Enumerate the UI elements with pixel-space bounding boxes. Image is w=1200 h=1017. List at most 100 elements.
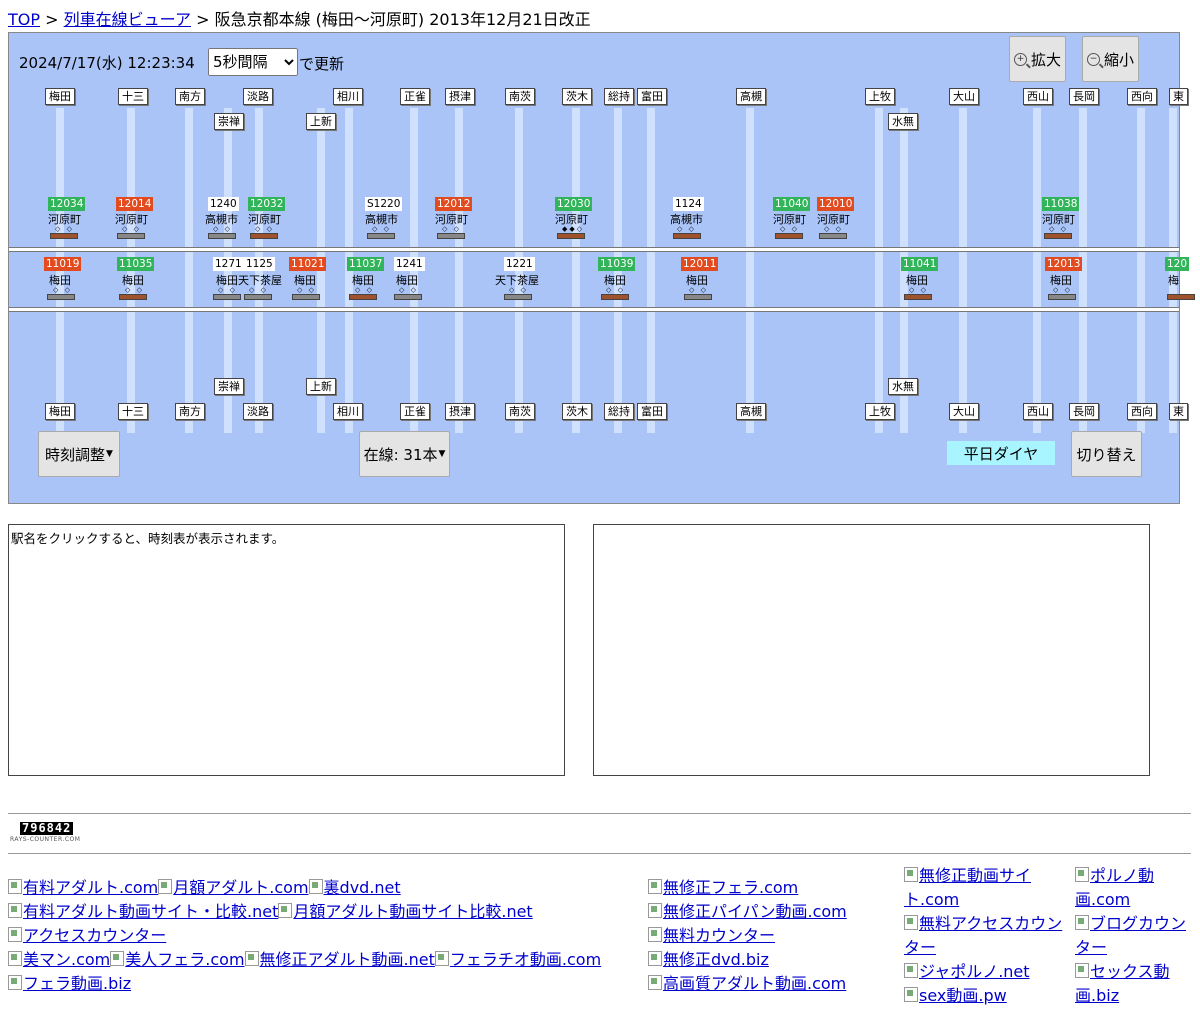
train-car[interactable]: [208, 233, 236, 239]
train-car[interactable]: [673, 233, 701, 239]
station-sojiji[interactable]: 総持: [604, 88, 634, 105]
station-minamikata[interactable]: 南方: [175, 403, 205, 420]
footer-link[interactable]: フェラ動画.biz: [8, 974, 131, 993]
station-settsu[interactable]: 摂津: [445, 403, 475, 420]
train-car[interactable]: [250, 233, 278, 239]
refresh-interval-select[interactable]: 5秒間隔: [208, 48, 298, 76]
station-ibaraki[interactable]: 茨木: [562, 88, 592, 105]
footer-link[interactable]: 無料アクセスカウンター: [904, 914, 1063, 957]
station-awaji[interactable]: 淡路: [243, 88, 273, 105]
station-ibaraki[interactable]: 茨木: [562, 403, 592, 420]
train-car[interactable]: [601, 294, 629, 300]
train-number[interactable]: 1271: [213, 257, 244, 271]
station-nishimuko[interactable]: 西向: [1127, 88, 1157, 105]
station-tonda[interactable]: 富田: [637, 403, 667, 420]
station-settsu[interactable]: 摂津: [445, 88, 475, 105]
footer-link[interactable]: ブログカウンター: [1075, 914, 1187, 957]
train-number[interactable]: 11037: [347, 257, 385, 271]
train-number[interactable]: 1221: [504, 257, 535, 271]
train-number[interactable]: 11035: [117, 257, 155, 271]
station-kamishinjo[interactable]: 上新: [306, 378, 336, 395]
breadcrumb-top-link[interactable]: TOP: [8, 10, 41, 29]
train-number[interactable]: 12013: [1045, 257, 1083, 271]
station-awaji[interactable]: 淡路: [243, 403, 273, 420]
footer-link[interactable]: 無修正アダルト動画.net: [244, 950, 435, 969]
train-number[interactable]: 11039: [598, 257, 636, 271]
train-car[interactable]: [904, 294, 932, 300]
station-tonda[interactable]: 富田: [637, 88, 667, 105]
train-number[interactable]: 1241: [394, 257, 425, 271]
station-kammaki[interactable]: 上牧: [865, 88, 895, 105]
footer-link[interactable]: セックス動画.biz: [1075, 962, 1170, 1005]
footer-link[interactable]: 高画質アダルト動画.com: [648, 974, 846, 993]
station-sojiji[interactable]: 総持: [604, 403, 634, 420]
train-number[interactable]: 12010: [817, 197, 855, 211]
footer-link[interactable]: 有料アダルト.com: [8, 878, 158, 897]
train-number[interactable]: 11040: [773, 197, 811, 211]
train-car[interactable]: [504, 294, 532, 300]
train-number[interactable]: 12014: [116, 197, 154, 211]
train-car[interactable]: [349, 294, 377, 300]
footer-link[interactable]: 無修正動画サイト.com: [904, 866, 1032, 909]
station-shojaku[interactable]: 正雀: [400, 88, 430, 105]
train-car[interactable]: [213, 294, 241, 300]
station-minami-ibaraki[interactable]: 南茨: [505, 88, 535, 105]
train-car[interactable]: [50, 233, 78, 239]
station-oyamazaki[interactable]: 大山: [949, 88, 979, 105]
footer-link[interactable]: ポルノ動画.com: [1075, 866, 1155, 909]
train-number[interactable]: 12030: [555, 197, 593, 211]
station-aikawa[interactable]: 相川: [333, 403, 363, 420]
footer-link[interactable]: 美人フェラ.com: [110, 950, 245, 969]
in-service-count-button[interactable]: 在線: 31本▼: [359, 431, 450, 477]
train-number[interactable]: 1125: [244, 257, 275, 271]
station-sozenji[interactable]: 崇禅: [214, 378, 244, 395]
train-number[interactable]: 120: [1165, 257, 1190, 271]
train-number[interactable]: 12011: [681, 257, 719, 271]
station-aikawa[interactable]: 相川: [333, 88, 363, 105]
train-number[interactable]: 12012: [435, 197, 473, 211]
train-car[interactable]: [119, 294, 147, 300]
station-minase[interactable]: 水無: [888, 113, 918, 130]
station-nishiyama[interactable]: 西山: [1023, 88, 1053, 105]
footer-link[interactable]: 月額アダルト動画サイト比較.net: [278, 902, 533, 921]
station-kammaki[interactable]: 上牧: [865, 403, 895, 420]
train-number[interactable]: 1124: [673, 197, 704, 211]
train-car[interactable]: [1044, 233, 1072, 239]
station-nagaoka[interactable]: 長岡: [1069, 403, 1099, 420]
train-number[interactable]: 11019: [44, 257, 82, 271]
footer-link[interactable]: 無修正パイパン動画.com: [648, 902, 847, 921]
zoom-in-button[interactable]: +拡大: [1009, 36, 1066, 82]
station-sozenji[interactable]: 崇禅: [214, 113, 244, 130]
station-nagaoka[interactable]: 長岡: [1069, 88, 1099, 105]
train-number[interactable]: 11038: [1042, 197, 1080, 211]
station-oyamazaki[interactable]: 大山: [949, 403, 979, 420]
footer-link[interactable]: アクセスカウンター: [8, 926, 166, 945]
train-number[interactable]: 12034: [48, 197, 86, 211]
footer-link[interactable]: 裏dvd.net: [308, 878, 401, 897]
footer-link[interactable]: 無修正dvd.biz: [648, 950, 769, 969]
train-number[interactable]: S1220: [365, 197, 403, 211]
train-car[interactable]: [394, 294, 422, 300]
footer-link[interactable]: ジャポルノ.net: [904, 962, 1030, 981]
train-number[interactable]: 11041: [901, 257, 939, 271]
breadcrumb-viewer-link[interactable]: 列車在線ビューア: [63, 10, 191, 29]
train-car[interactable]: [684, 294, 712, 300]
station-umeda[interactable]: 梅田: [45, 403, 75, 420]
train-car[interactable]: [437, 233, 465, 239]
station-juso[interactable]: 十三: [118, 88, 148, 105]
train-number[interactable]: 12032: [248, 197, 286, 211]
station-higashi[interactable]: 東: [1169, 88, 1188, 105]
footer-link[interactable]: 有料アダルト動画サイト・比較.net: [8, 902, 278, 921]
footer-link[interactable]: 美マン.com: [8, 950, 110, 969]
time-adjust-button[interactable]: 時刻調整▼: [38, 431, 120, 477]
train-car[interactable]: [292, 294, 320, 300]
train-car[interactable]: [1167, 294, 1195, 300]
train-car[interactable]: [244, 294, 272, 300]
train-car[interactable]: [819, 233, 847, 239]
switch-diagram-button[interactable]: 切り替え: [1071, 431, 1142, 477]
station-minase[interactable]: 水無: [888, 378, 918, 395]
train-number[interactable]: 11021: [289, 257, 327, 271]
station-kamishinjo[interactable]: 上新: [306, 113, 336, 130]
station-shojaku[interactable]: 正雀: [400, 403, 430, 420]
station-higashi[interactable]: 東: [1169, 403, 1188, 420]
